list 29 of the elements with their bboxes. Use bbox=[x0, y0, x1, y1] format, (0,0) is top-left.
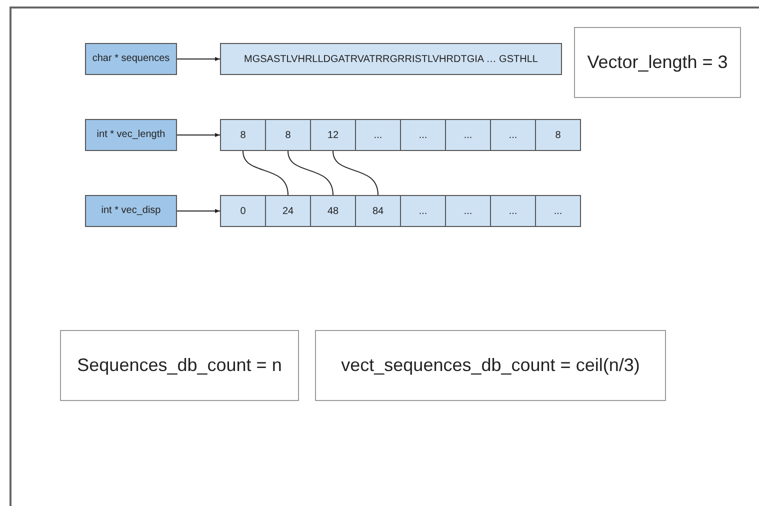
value-box: Vector_length = 3 bbox=[574, 27, 741, 98]
connector-curve bbox=[242, 150, 288, 196]
array-cell: 8 bbox=[535, 119, 581, 151]
array-cell: 8 bbox=[220, 119, 266, 151]
array-cell: 24 bbox=[265, 195, 311, 227]
array-cell: ... bbox=[355, 119, 401, 151]
array-cell: 8 bbox=[265, 119, 311, 151]
array-cell: 12 bbox=[310, 119, 356, 151]
value-box: Sequences_db_count = n bbox=[60, 330, 299, 401]
array-cell: ... bbox=[445, 195, 491, 227]
arrow bbox=[176, 209, 220, 213]
array-cell: ... bbox=[400, 195, 446, 227]
array-cell: ... bbox=[400, 119, 446, 151]
array-cell: 0 bbox=[220, 195, 266, 227]
pointer-box: char * sequences bbox=[85, 43, 177, 75]
arrow bbox=[176, 133, 220, 137]
array-cell: ... bbox=[490, 119, 536, 151]
connector-curve bbox=[332, 150, 378, 196]
connector-curve bbox=[288, 150, 334, 196]
array-cell: ... bbox=[445, 119, 491, 151]
pointer-box: int * vec_disp bbox=[85, 195, 177, 227]
array-cell: ... bbox=[535, 195, 581, 227]
array-cell: ... bbox=[490, 195, 536, 227]
array-cell: 84 bbox=[355, 195, 401, 227]
value-box: vect_sequences_db_count = ceil(n/3) bbox=[315, 330, 666, 401]
arrow bbox=[176, 57, 220, 61]
sequence-box: MGSASTLVHRLLDGATRVATRRGRRISTLVHRDTGIA … GSTHLL bbox=[220, 43, 562, 75]
pointer-box: int * vec_length bbox=[85, 119, 177, 151]
array-cell: 48 bbox=[310, 195, 356, 227]
